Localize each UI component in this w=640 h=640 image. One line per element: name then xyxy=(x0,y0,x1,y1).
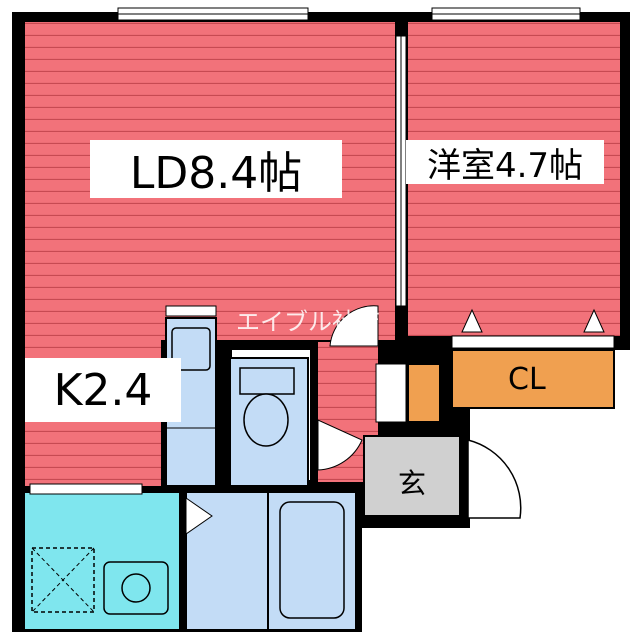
kitchen-sink-icon xyxy=(171,327,211,371)
room-label-ld: LD8.4帖 xyxy=(90,140,342,199)
washing-machine-diag-2 xyxy=(31,547,95,613)
toilet-door-swing-icon xyxy=(317,419,363,471)
room-label-closet: CL xyxy=(508,362,546,397)
room-label-bedroom: 洋室4.7帖 xyxy=(406,140,604,186)
closet-door-strip xyxy=(451,335,615,349)
bathtub-area xyxy=(267,491,357,631)
closet-door-left-icon xyxy=(461,308,483,333)
toilet-tank-icon xyxy=(239,367,295,395)
closet-door-right-icon xyxy=(583,308,605,333)
wash-basin-bowl-icon xyxy=(121,573,151,603)
storage-door xyxy=(375,363,407,423)
laundry-window xyxy=(29,483,143,495)
washing-machine-pan-icon xyxy=(31,547,95,613)
bathtub-icon xyxy=(279,501,345,619)
kitchen-window xyxy=(165,305,217,317)
toilet-bowl-icon xyxy=(243,393,289,447)
room-label-entrance: 玄 xyxy=(398,467,427,500)
closet-area xyxy=(451,349,615,409)
room-label-kitchen: K2.4 xyxy=(25,358,181,422)
laundry-room xyxy=(23,491,181,631)
watermark-text: エイブル社店 xyxy=(236,308,380,336)
washroom-door-icon xyxy=(185,497,213,535)
entrance-door-swing-icon xyxy=(467,439,522,519)
ld-door-swing-icon xyxy=(329,305,379,347)
entrance-floor xyxy=(363,435,461,517)
wash-basin-icon xyxy=(103,561,169,615)
storage-small xyxy=(407,363,441,423)
